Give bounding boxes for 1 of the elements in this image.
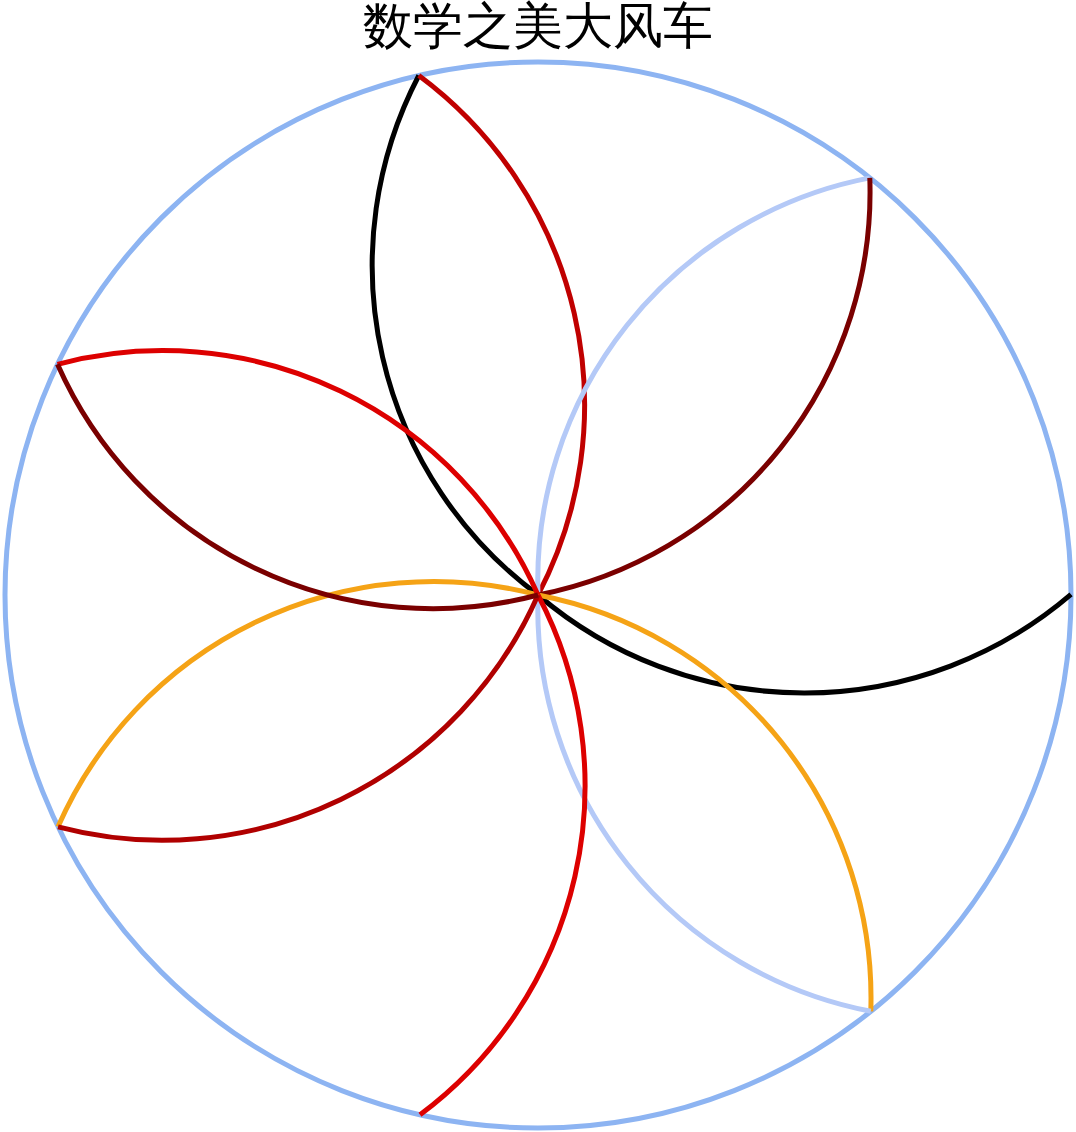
title: 数学之美大风车 — [362, 0, 714, 56]
